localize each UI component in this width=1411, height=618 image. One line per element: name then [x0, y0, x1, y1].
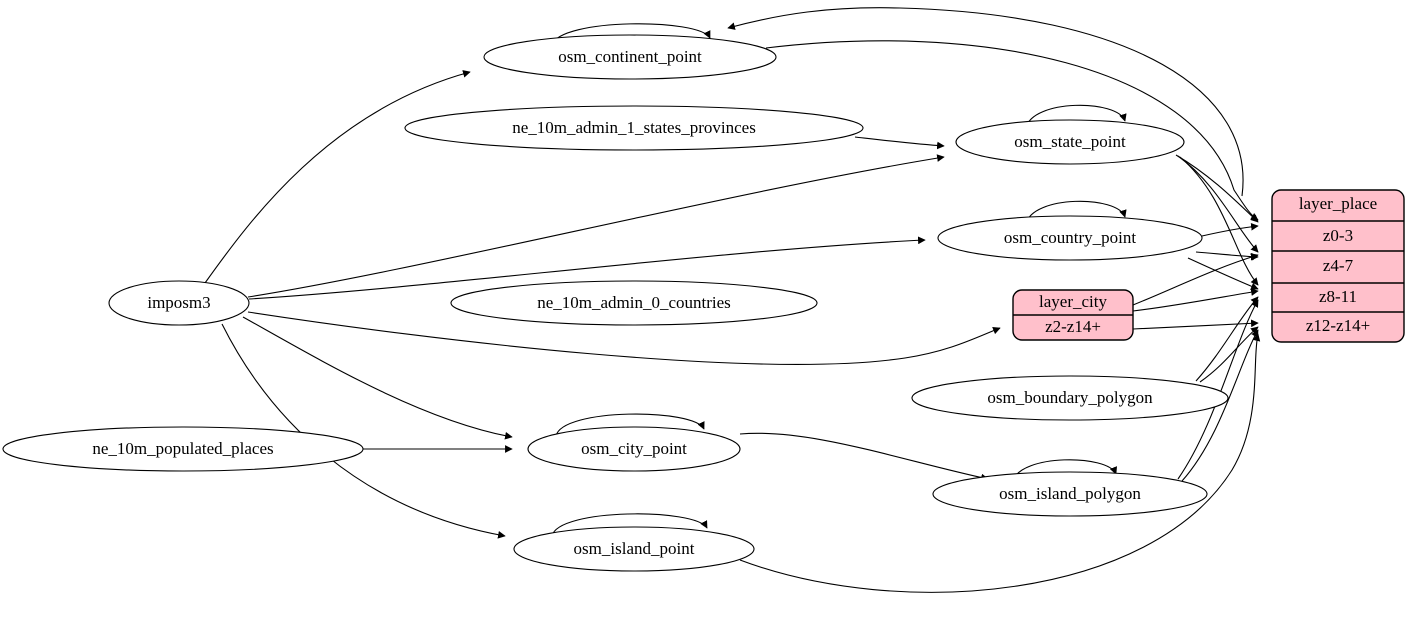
record-layer: layer_city z2-z14+ layer_place z0-3 z4-7… [1012, 189, 1405, 343]
edge-osm_continent_point-z0-3 [765, 40, 1259, 221]
edge-osm_boundary_polygon-z12-z14 [1199, 326, 1259, 383]
node-ne_10m_admin_1_states_provinces[interactable]: ne_10m_admin_1_states_provinces [404, 105, 864, 151]
selfloop-osm_island_point [551, 513, 708, 537]
selfloop-osm_city_point [555, 413, 705, 437]
edge-imposm3-osm_state_point [247, 154, 945, 298]
edge-osm_country_point-z8-11 [1187, 257, 1259, 290]
node-osm_island_point[interactable]: osm_island_point [513, 526, 755, 572]
edge-osm_country_point-z4-7 [1195, 251, 1259, 261]
node-shape-osm_city_point [527, 426, 741, 472]
edge-osm_boundary_polygon-z8-11 [1195, 296, 1259, 382]
edge-layer_city-z12-z14 [1132, 319, 1259, 330]
node-osm_island_polygon[interactable]: osm_island_polygon [932, 471, 1208, 517]
node-ne_10m_populated_places[interactable]: ne_10m_populated_places [2, 426, 364, 472]
record-shape-layer_place [1271, 189, 1405, 343]
edge-imposm3-osm_continent_point [204, 70, 471, 284]
edge-osm_country_point-z0-3 [1201, 222, 1259, 237]
node-osm_country_point[interactable]: osm_country_point [937, 215, 1203, 261]
edge-osm_state_point-z8-11 [1179, 156, 1259, 286]
record-layer_city[interactable]: layer_city z2-z14+ [1012, 289, 1134, 341]
node-imposm3[interactable]: imposm3 [108, 280, 250, 326]
record-layer_place[interactable]: layer_place z0-3 z4-7 z8-11 z12-z14+ [1271, 189, 1405, 343]
node-shape-osm_country_point [937, 215, 1203, 261]
edge-layer_city-z8-11 [1132, 288, 1259, 312]
edge-imposm3-layer_city [247, 311, 1001, 365]
node-shape-osm_island_point [513, 526, 755, 572]
node-osm_city_point[interactable]: osm_city_point [527, 426, 741, 472]
node-shape-osm_boundary_polygon [911, 375, 1229, 421]
node-shape-ne_10m_admin_1_states_provinces [404, 105, 864, 151]
node-shape-osm_state_point [955, 119, 1185, 165]
edge-admin_1-osm_state_point [854, 136, 945, 150]
edge-osm_island_point-z12-z14 [739, 333, 1261, 593]
node-shape-ne_10m_populated_places [2, 426, 364, 472]
selfloop-osm_state_point [1025, 104, 1127, 129]
node-shape-osm_continent_point [483, 34, 777, 80]
node-osm_state_point[interactable]: osm_state_point [955, 119, 1185, 165]
node-shape-ne_10m_admin_0_countries [450, 280, 818, 326]
edge-layer_city-z4-7 [1132, 253, 1259, 306]
selfloop-osm_country_point [1025, 200, 1127, 225]
node-osm_continent_point[interactable]: osm_continent_point [483, 34, 777, 80]
edge-osm_island_polygon-z12-z14 [1181, 329, 1259, 482]
node-ne_10m_admin_0_countries[interactable]: ne_10m_admin_0_countries [450, 280, 818, 326]
edge-osm_city_point-osm_island_polygon [739, 432, 989, 482]
node-shape-osm_island_polygon [932, 471, 1208, 517]
edge-osm_island_polygon-z8-11 [1177, 299, 1259, 480]
node-shape-imposm3 [108, 280, 250, 326]
edge-imposm3-osm_country_point [248, 236, 926, 300]
edge-imposm3-osm_city_point [242, 316, 513, 440]
edge-arc-to-continent [727, 7, 1244, 197]
selfloop-osm_continent_point [551, 23, 711, 46]
node-osm_boundary_polygon[interactable]: osm_boundary_polygon [911, 375, 1229, 421]
edge-layer [204, 7, 1261, 593]
